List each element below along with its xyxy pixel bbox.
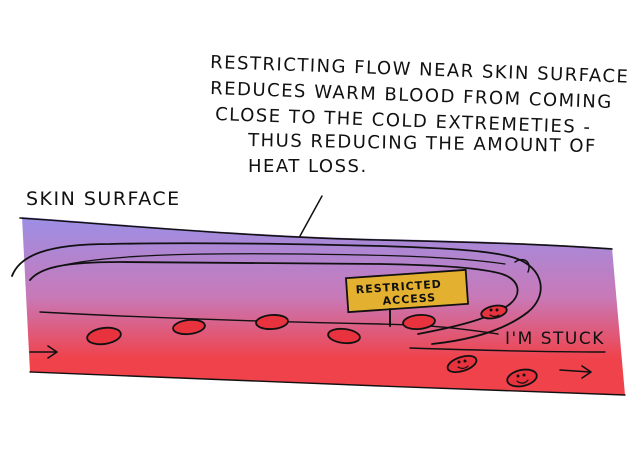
- callout-pointer: [299, 195, 323, 237]
- capillary-return-tip: [514, 258, 530, 273]
- capillary-loop-inner: [29, 261, 519, 335]
- blood-cells: [86, 304, 538, 388]
- callout-line-5: HEAT LOSS.: [248, 156, 368, 177]
- stuck-cell-face: [489, 308, 500, 318]
- stuck-label: I'M STUCK: [505, 329, 605, 349]
- capillary-loop-middle: [51, 253, 506, 269]
- restricted-access-sign: RESTRICTED ACCESS: [344, 268, 470, 327]
- blood-cell: [446, 354, 478, 374]
- blood-cell: [327, 327, 361, 345]
- blood-cell: [172, 318, 206, 336]
- artery-top-line: [39, 311, 499, 335]
- callout-text: RESTRICTING FLOW NEAR SKIN SURFACE REDUC…: [210, 52, 630, 177]
- flow-arrow-left: [29, 345, 58, 359]
- stuck-cell-face: [457, 359, 469, 369]
- blood-cell: [480, 304, 508, 320]
- capillary-loop-outer: [11, 242, 542, 345]
- skin-surface-line: [19, 217, 613, 250]
- tissue-bottom-line: [29, 371, 626, 396]
- flow-arrow-right: [559, 365, 592, 379]
- skin-surface-label: SKIN SURFACE: [26, 188, 181, 210]
- artery-flow-line: [409, 347, 606, 353]
- blood-cell: [506, 368, 538, 388]
- sign-line-1: RESTRICTED: [355, 278, 442, 297]
- blood-cell: [255, 314, 289, 330]
- blood-cell: [402, 313, 436, 331]
- sign-line-2: ACCESS: [382, 291, 436, 308]
- blood-cell: [86, 326, 122, 346]
- sign-board: [344, 268, 470, 314]
- stuck-cell-face: [516, 373, 529, 384]
